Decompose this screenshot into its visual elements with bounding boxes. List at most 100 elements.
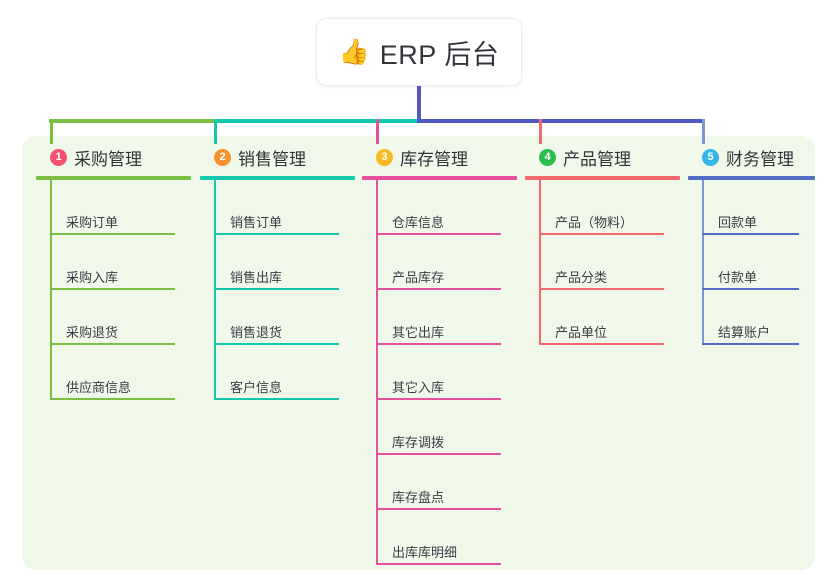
leaf-label: 产品（物料） xyxy=(555,215,634,230)
branch-stem-3 xyxy=(376,119,379,144)
leaf-underline xyxy=(702,288,799,290)
leaf-underline xyxy=(376,343,501,345)
leaf-underline xyxy=(50,343,175,345)
branch-underline-3 xyxy=(362,176,517,180)
branch-badge-1: 1 xyxy=(50,148,67,166)
leaf-item[interactable]: 采购订单 xyxy=(36,180,191,235)
thumbs-up-icon: 👍 xyxy=(338,37,370,66)
leaf-item[interactable]: 库存盘点 xyxy=(362,455,517,510)
leaf-list-3: 仓库信息产品库存其它出库其它入库库存调拨库存盘点出库库明细 xyxy=(362,180,517,565)
branch-column-4: 4 产品管理产品（物料） 产品分类产品单位 xyxy=(525,144,680,345)
leaf-label: 付款单 xyxy=(718,270,758,285)
leaf-item[interactable]: 采购入库 xyxy=(36,235,191,290)
leaf-spine-1 xyxy=(50,180,52,400)
leaf-label: 采购订单 xyxy=(66,215,119,230)
leaf-spine-3 xyxy=(376,180,378,565)
branch-stem-4 xyxy=(539,119,542,144)
branch-title-2: 销售管理 xyxy=(238,149,306,169)
leaf-item[interactable]: 客户信息 xyxy=(200,345,355,400)
trunk-segment-left xyxy=(49,119,215,123)
leaf-underline xyxy=(376,508,501,510)
branch-title-4: 产品管理 xyxy=(563,149,631,169)
leaf-item[interactable]: 其它出库 xyxy=(362,290,517,345)
leaf-label: 回款单 xyxy=(718,215,758,230)
leaf-label: 其它入库 xyxy=(392,380,445,395)
leaf-list-5: 回款单付款单结算账户 xyxy=(688,180,815,345)
leaf-item[interactable]: 回款单 xyxy=(688,180,815,235)
leaf-underline xyxy=(539,288,664,290)
leaf-label: 销售订单 xyxy=(230,215,283,230)
leaf-item[interactable]: 产品分类 xyxy=(525,235,680,290)
leaf-item[interactable]: 其它入库 xyxy=(362,345,517,400)
leaf-underline xyxy=(50,288,175,290)
leaf-label: 库存盘点 xyxy=(392,490,445,505)
branch-title-5: 财务管理 xyxy=(726,149,794,169)
branch-title-1: 采购管理 xyxy=(74,149,142,169)
leaf-spine-5 xyxy=(702,180,704,345)
branch-underline-4 xyxy=(525,176,680,180)
branch-badge-4: 4 xyxy=(539,148,556,166)
leaf-label: 仓库信息 xyxy=(392,215,445,230)
branch-column-1: 1 采购管理采购订单采购入库采购退货供应商信息 xyxy=(36,144,191,400)
trunk-segment-right xyxy=(417,119,705,123)
branch-stem-5 xyxy=(702,119,705,144)
leaf-list-4: 产品（物料） 产品分类产品单位 xyxy=(525,180,680,345)
leaf-label: 出库库明细 xyxy=(392,545,458,560)
leaf-item[interactable]: 结算账户 xyxy=(688,290,815,345)
leaf-underline xyxy=(214,288,339,290)
leaf-label: 产品分类 xyxy=(555,270,608,285)
leaf-item[interactable]: 采购退货 xyxy=(36,290,191,345)
leaf-label: 库存调拨 xyxy=(392,435,445,450)
leaf-underline xyxy=(376,563,501,565)
branch-header-1[interactable]: 1 采购管理 xyxy=(36,144,191,170)
branch-header-3[interactable]: 3 库存管理 xyxy=(362,144,517,170)
leaf-item[interactable]: 仓库信息 xyxy=(362,180,517,235)
leaf-underline xyxy=(214,233,339,235)
branch-column-2: 2 销售管理销售订单销售出库销售退货客户信息 xyxy=(200,144,355,400)
leaf-underline xyxy=(376,453,501,455)
branch-header-2[interactable]: 2 销售管理 xyxy=(200,144,355,170)
leaf-underline xyxy=(50,233,175,235)
branch-underline-1 xyxy=(36,176,191,180)
leaf-label: 销售退货 xyxy=(230,325,283,340)
branch-badge-2: 2 xyxy=(214,148,231,166)
leaf-label: 采购退货 xyxy=(66,325,119,340)
leaf-underline xyxy=(214,398,339,400)
leaf-underline xyxy=(539,343,664,345)
branch-stem-1 xyxy=(50,119,53,144)
leaf-underline xyxy=(376,233,501,235)
branch-column-3: 3 库存管理仓库信息产品库存其它出库其它入库库存调拨库存盘点出库库明细 xyxy=(362,144,517,565)
leaf-spine-4 xyxy=(539,180,541,345)
leaf-item[interactable]: 供应商信息 xyxy=(36,345,191,400)
leaf-item[interactable]: 付款单 xyxy=(688,235,815,290)
root-node[interactable]: 👍 ERP 后台 xyxy=(316,18,522,86)
leaf-item[interactable]: 销售订单 xyxy=(200,180,355,235)
leaf-item[interactable]: 销售退货 xyxy=(200,290,355,345)
leaf-label: 采购入库 xyxy=(66,270,119,285)
branch-header-4[interactable]: 4 产品管理 xyxy=(525,144,680,170)
leaf-label: 销售出库 xyxy=(230,270,283,285)
leaf-label: 供应商信息 xyxy=(66,380,132,395)
leaf-underline xyxy=(50,398,175,400)
trunk-segment-mid xyxy=(215,119,421,123)
branch-underline-2 xyxy=(200,176,355,180)
leaf-item[interactable]: 产品库存 xyxy=(362,235,517,290)
branch-column-5: 5 财务管理回款单付款单结算账户 xyxy=(688,144,815,345)
leaf-item[interactable]: 销售出库 xyxy=(200,235,355,290)
leaf-item[interactable]: 产品（物料） xyxy=(525,180,680,235)
branch-title-3: 库存管理 xyxy=(400,149,468,169)
leaf-label: 客户信息 xyxy=(230,380,283,395)
leaf-underline xyxy=(214,343,339,345)
root-stem xyxy=(417,86,421,123)
leaf-list-1: 采购订单采购入库采购退货供应商信息 xyxy=(36,180,191,400)
branch-badge-5: 5 xyxy=(702,148,719,166)
leaf-label: 其它出库 xyxy=(392,325,445,340)
leaf-label: 产品单位 xyxy=(555,325,608,340)
leaf-item[interactable]: 库存调拨 xyxy=(362,400,517,455)
leaf-underline xyxy=(539,233,664,235)
leaf-underline xyxy=(376,288,501,290)
leaf-item[interactable]: 出库库明细 xyxy=(362,510,517,565)
branch-header-5[interactable]: 5 财务管理 xyxy=(688,144,815,170)
branch-badge-3: 3 xyxy=(376,148,393,166)
leaf-item[interactable]: 产品单位 xyxy=(525,290,680,345)
